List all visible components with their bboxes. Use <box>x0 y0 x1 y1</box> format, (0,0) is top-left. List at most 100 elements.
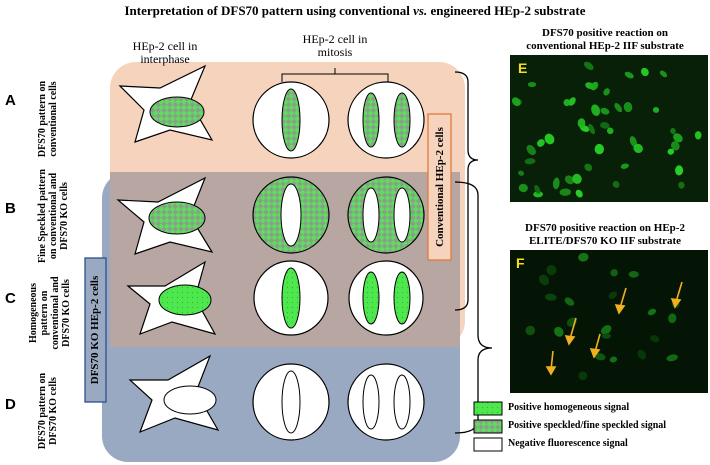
micrograph-nucleus <box>518 170 525 176</box>
micrograph-nucleus <box>525 325 536 336</box>
mitosis-bracket <box>281 68 389 82</box>
mitosis-cell-a2 <box>347 81 425 159</box>
micrograph-nucleus <box>601 333 611 339</box>
micrograph-nucleus <box>623 102 633 113</box>
row-letter-c: C <box>5 290 16 307</box>
micrograph-nucleus <box>533 191 543 198</box>
micrograph-nucleus <box>650 335 660 343</box>
micrograph-nucleus <box>668 313 677 324</box>
photo-e-letter: E <box>518 60 528 76</box>
micrograph-nucleus <box>670 127 676 135</box>
micrograph-nucleus <box>564 297 575 306</box>
micrograph-nucleus <box>614 103 623 113</box>
figure-title: Interpretation of DFS70 pattern using co… <box>124 3 586 18</box>
micrograph-nucleus <box>612 180 620 189</box>
micrograph-nucleus <box>559 188 571 196</box>
nucleus-b <box>148 201 206 235</box>
micrograph-nucleus <box>588 123 595 135</box>
micrograph-nucleus <box>538 274 550 286</box>
micrograph-nucleus <box>563 99 571 106</box>
micrograph-nucleus <box>610 269 618 277</box>
micrograph-nucleus <box>584 163 593 172</box>
micrograph-nucleus <box>577 118 586 128</box>
micrograph-nucleus <box>628 270 639 278</box>
row-letter-a: A <box>5 92 16 109</box>
micrograph-nucleus <box>545 293 557 301</box>
micrograph-nucleus <box>594 353 606 361</box>
micrograph-nucleus <box>594 143 605 155</box>
micrograph-nucleus <box>578 252 589 262</box>
legend-homogeneous: Positive homogeneous signal <box>508 402 630 413</box>
micrograph-nucleus <box>633 143 643 153</box>
micrograph-nucleus <box>564 175 575 185</box>
legend-speckled: Positive speckled/fine speckled signal <box>508 420 667 431</box>
arrows-f <box>545 281 683 376</box>
micrograph-nucleus <box>546 265 557 276</box>
micrograph-nucleus <box>667 148 675 155</box>
legend-negative: Negative fluorescence signal <box>508 438 628 449</box>
photo-f <box>510 250 708 393</box>
micrograph-nucleus <box>637 349 647 360</box>
micrograph-nucleus <box>603 88 610 96</box>
micrograph-nucleus <box>608 291 618 299</box>
micrograph-nucleus <box>606 127 614 135</box>
ko-label: DFS70 KO HEp-2 cells <box>89 275 102 385</box>
micrograph-nucleus <box>526 144 536 156</box>
micrograph-nucleus <box>568 97 576 106</box>
micrograph-nucleus <box>544 133 555 145</box>
micrograph-nucleus <box>518 183 528 193</box>
micrograph-nucleus <box>572 173 582 184</box>
micrograph-nucleus <box>591 104 601 116</box>
micrograph-nucleus <box>629 136 637 148</box>
mitosis-cell-c2 <box>348 260 424 336</box>
micrograph-nucleus <box>537 139 545 147</box>
micrograph-nucleus <box>583 61 594 71</box>
micrograph-nucleus <box>600 122 610 129</box>
micrograph-nucleus <box>511 97 521 107</box>
nucleus-c <box>158 284 212 316</box>
micrograph-nucleus <box>534 185 541 194</box>
micrograph-nucleus <box>590 81 599 91</box>
micrograph-nucleus <box>652 106 660 113</box>
micrograph-nucleus <box>694 131 702 140</box>
micrograph-nucleus <box>666 354 678 362</box>
micrograph-nucleus <box>673 133 683 143</box>
mitosis-cell-b2 <box>347 176 425 254</box>
micrograph-nucleus <box>527 81 537 88</box>
conventional-label: Conventional HEp-2 cells <box>433 127 446 247</box>
photo-e <box>510 55 708 202</box>
micrograph-nucleus <box>578 371 588 381</box>
micrograph-nucleus <box>641 67 649 77</box>
micrograph-nucleus <box>620 163 629 169</box>
micrograph-nucleus <box>624 71 634 79</box>
micrograph-nucleus <box>524 158 536 165</box>
micrograph-nucleus <box>552 177 560 190</box>
micrograph-nucleus <box>678 181 685 189</box>
mitosis-cell-d2 <box>347 363 425 441</box>
micrograph-nucleus <box>600 107 610 115</box>
nucleus-a <box>149 96 205 128</box>
micrograph-nucleus <box>609 356 618 363</box>
nucleus-d <box>163 385 217 415</box>
conventional-box-border <box>427 113 452 261</box>
row-letter-d: D <box>5 396 16 413</box>
micrograph-nucleus <box>647 308 657 316</box>
micrograph-nucleus <box>659 70 668 78</box>
ko-box-border <box>84 257 107 403</box>
micrograph-nucleus <box>600 325 612 335</box>
micrograph-nucleus <box>554 326 564 337</box>
photo-f-letter: F <box>516 255 525 271</box>
micrograph-nucleus <box>575 189 583 198</box>
row-letter-b: B <box>5 200 16 217</box>
micrograph-nucleus <box>670 141 680 151</box>
brace-conventional <box>454 71 479 311</box>
